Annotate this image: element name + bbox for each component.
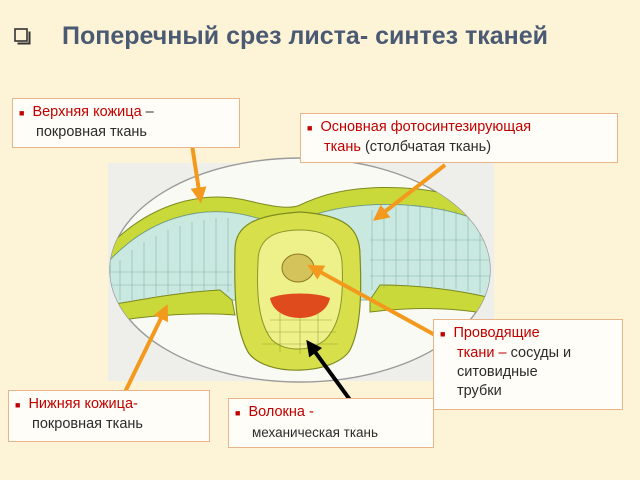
xylem-center-shape — [281, 253, 315, 283]
square-bullet-icon: ■ — [440, 329, 446, 339]
cell-texture — [110, 206, 490, 300]
square-bullet-icon: ■ — [19, 108, 25, 118]
label-fibers: ■ Волокна - механическая ткань — [228, 398, 434, 448]
square-bullet-icon: ■ — [307, 123, 313, 133]
page-title: Поперечный срез листа- синтез тканей — [62, 22, 549, 50]
midrib-cell-texture — [262, 312, 338, 354]
label-lower-epidermis: ■ Нижняя кожица- покровная ткань — [8, 390, 210, 442]
title-row: Поперечный срез листа- синтез тканей — [14, 22, 548, 51]
checkbox-bullet-icon — [14, 27, 32, 46]
square-bullet-icon: ■ — [235, 408, 241, 418]
square-bullet-icon: ■ — [15, 400, 21, 410]
label-upper-epidermis: ■ Верхняя кожица – покровная ткань — [12, 98, 240, 148]
label-ground-tissue: ■ Основная фотосинтезирующая ткань (стол… — [300, 113, 618, 163]
label-vascular: ■ Проводящие ткани – сосуды и ситовидные… — [433, 319, 623, 410]
